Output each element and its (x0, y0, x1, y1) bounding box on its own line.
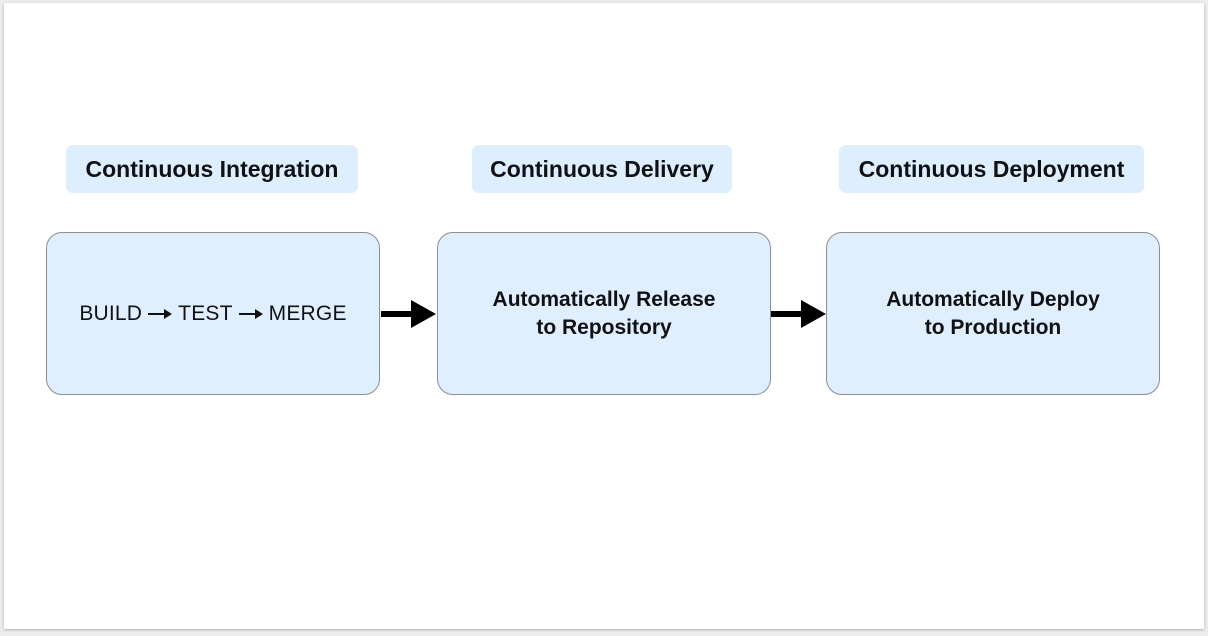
stage-box-deployment: Automatically Deploy to Production (826, 232, 1160, 395)
step-merge: MERGE (268, 301, 347, 325)
stage-box-integration: BUILD TEST MERGE (46, 232, 380, 395)
small-arrow-icon (238, 308, 263, 319)
deployment-line-1: Automatically Deploy (886, 287, 1100, 311)
deployment-text: Automatically Deploy to Production (886, 286, 1100, 342)
delivery-text: Automatically Release to Repository (493, 286, 716, 342)
delivery-line-1: Automatically Release (492, 287, 716, 311)
arrow-right-icon (771, 300, 826, 328)
integration-steps: BUILD TEST MERGE (79, 300, 346, 328)
diagram-canvas: Continuous Integration Continuous Delive… (4, 3, 1204, 629)
phase-label-delivery: Continuous Delivery (472, 145, 732, 193)
phase-label-integration: Continuous Integration (66, 145, 358, 193)
stage-box-delivery: Automatically Release to Repository (437, 232, 771, 395)
phase-label-deployment: Continuous Deployment (839, 145, 1144, 193)
small-arrow-icon (148, 308, 173, 319)
delivery-line-2: to Repository (536, 315, 672, 339)
step-build: BUILD (79, 301, 143, 325)
arrow-right-icon (381, 300, 436, 328)
step-test: TEST (178, 301, 233, 325)
deployment-line-2: to Production (924, 315, 1062, 339)
